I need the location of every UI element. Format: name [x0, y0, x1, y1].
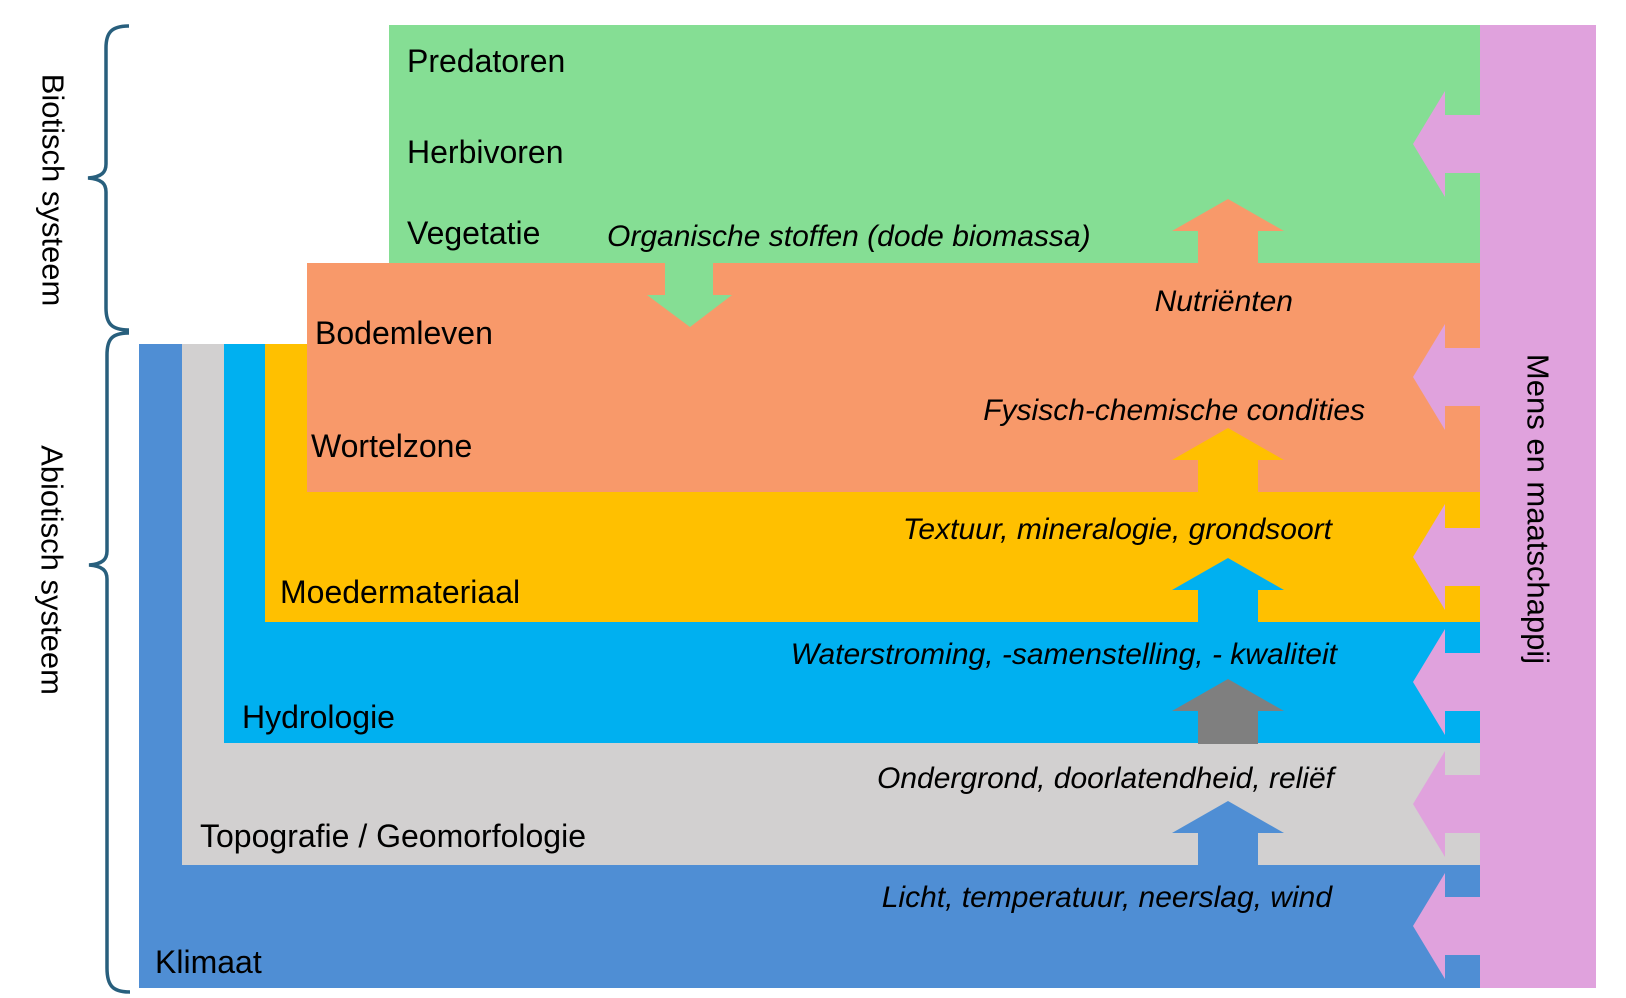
layer-vegetatie	[389, 25, 1480, 263]
band-mens-maatschappij	[1480, 25, 1596, 988]
label-licht-temperatuur-neerslag-wind: Licht, temperatuur, neerslag, wind	[881, 881, 1332, 914]
label-abiotisch-systeem: Abiotisch systeem	[34, 445, 70, 695]
label-ondergrond-doorlatendheid-relief: Ondergrond, doorlatendheid, reliëf	[877, 762, 1334, 795]
label-nutrienten: Nutriënten	[1154, 285, 1293, 318]
label-klimaat: Klimaat	[155, 944, 262, 980]
label-wortelzone: Wortelzone	[311, 428, 473, 464]
label-mens-en-maatschappij: Mens en maatschappij	[1520, 353, 1556, 665]
label-hydrologie: Hydrologie	[242, 699, 395, 735]
label-organische-stoffen: Organische stoffen (dode biomassa)	[607, 220, 1091, 253]
label-bodemleven: Bodemleven	[315, 315, 493, 351]
layer-bodemleven	[307, 263, 1480, 492]
label-biotisch-systeem: Biotisch systeem	[35, 73, 71, 307]
label-moedermateriaal: Moedermateriaal	[280, 574, 521, 610]
label-textuur-mineralogie-grondsoort: Textuur, mineralogie, grondsoort	[902, 513, 1332, 546]
label-predatoren: Predatoren	[407, 43, 566, 79]
brace-biotisch	[87, 24, 130, 332]
label-topografie-geomorfologie: Topografie / Geomorfologie	[200, 818, 586, 854]
brace-abiotisch	[88, 331, 131, 994]
label-fysisch-chemische-condities: Fysisch-chemische condities	[983, 394, 1365, 427]
label-vegetatie: Vegetatie	[407, 215, 541, 251]
label-waterstroming: Waterstroming, -samenstelling, - kwalite…	[790, 638, 1337, 671]
label-herbivoren: Herbivoren	[407, 134, 564, 170]
